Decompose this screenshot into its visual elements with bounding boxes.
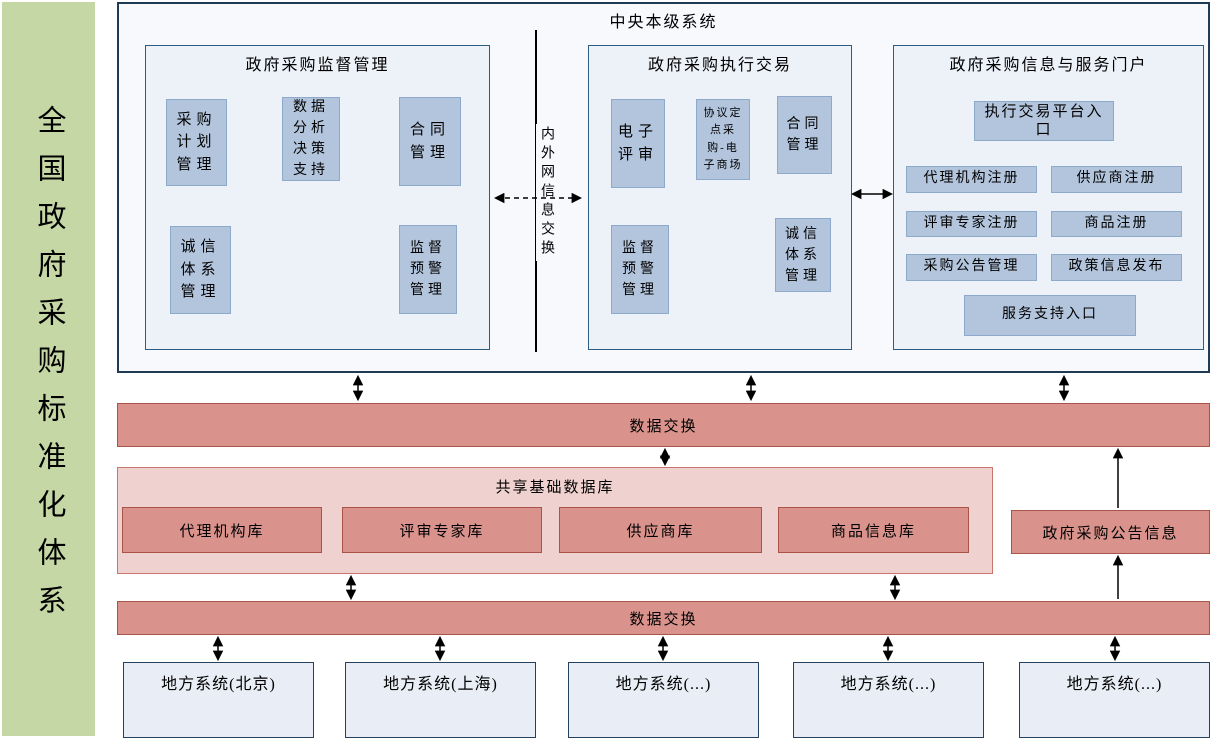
shared-database-title: 共享基础数据库 <box>495 480 615 496</box>
module-announcement-mgmt: 采购公告管理 <box>906 254 1037 281</box>
module-supervision-warning-exec: 监督预警管理 <box>611 225 669 314</box>
module-agency-register: 代理机构注册 <box>906 166 1037 193</box>
portal-panel: 政府采购信息与服务门户 执行交易平台入口 代理机构注册 供应商注册 评审专家注册… <box>893 45 1204 350</box>
central-system-panel: 中央本级系统 政府采购监督管理 采购计划管理 数据分析决策支持 合同管理 诚信体… <box>117 2 1210 373</box>
module-goods-register: 商品注册 <box>1051 211 1182 237</box>
local-system-other-3: 地方系统(...) <box>1019 662 1210 738</box>
db-goods-info-library: 商品信息库 <box>778 507 969 553</box>
announcement-info-box: 政府采购公告信息 <box>1011 510 1210 554</box>
module-supplier-register: 供应商注册 <box>1051 166 1182 193</box>
supervision-panel: 政府采购监督管理 采购计划管理 数据分析决策支持 合同管理 诚信体系管理 监督预… <box>145 45 490 350</box>
execution-panel: 政府采购执行交易 电子评审 协议定点采购-电子商场 合同管理 监督预警管理 诚信… <box>588 45 852 350</box>
module-policy-publish: 政策信息发布 <box>1051 254 1182 281</box>
execution-title: 政府采购执行交易 <box>647 57 792 74</box>
national-standardization-banner: 全国政府采购标准化体系 <box>2 2 95 736</box>
module-service-support-entry: 服务支持入口 <box>964 295 1136 336</box>
local-system-shanghai: 地方系统(上海) <box>345 662 536 738</box>
data-exchange-bar-top: 数据交换 <box>117 403 1210 447</box>
module-integrity-system-exec: 诚信体系管理 <box>775 218 831 292</box>
module-expert-register: 评审专家注册 <box>906 211 1037 237</box>
module-integrity-system: 诚信体系管理 <box>170 226 231 314</box>
local-system-beijing: 地方系统(北京) <box>123 662 314 738</box>
data-exchange-bar-bottom: 数据交换 <box>117 601 1210 635</box>
db-supplier-library: 供应商库 <box>559 507 762 553</box>
module-agreement-emall: 协议定点采购-电子商场 <box>696 99 750 180</box>
central-system-title: 中央本级系统 <box>609 14 718 31</box>
network-exchange-label: 内外网信息交换 <box>536 124 556 261</box>
portal-title: 政府采购信息与服务门户 <box>949 57 1148 74</box>
local-system-other-2: 地方系统(...) <box>793 662 984 738</box>
module-contract-mgmt: 合同管理 <box>399 97 461 186</box>
module-e-review: 电子评审 <box>611 99 665 188</box>
module-procurement-plan: 采购计划管理 <box>166 99 227 186</box>
db-expert-library: 评审专家库 <box>342 507 542 553</box>
shared-database-panel: 共享基础数据库 代理机构库 评审专家库 供应商库 商品信息库 <box>117 467 993 574</box>
module-contract-mgmt-exec: 合同管理 <box>777 96 832 174</box>
module-data-analysis: 数据分析决策支持 <box>282 97 340 181</box>
db-agency-library: 代理机构库 <box>122 507 322 553</box>
local-system-other-1: 地方系统(...) <box>568 662 759 738</box>
module-trade-platform-entry: 执行交易平台入口 <box>974 101 1114 141</box>
supervision-title: 政府采购监督管理 <box>245 57 390 74</box>
module-supervision-warning: 监督预警管理 <box>399 225 457 314</box>
